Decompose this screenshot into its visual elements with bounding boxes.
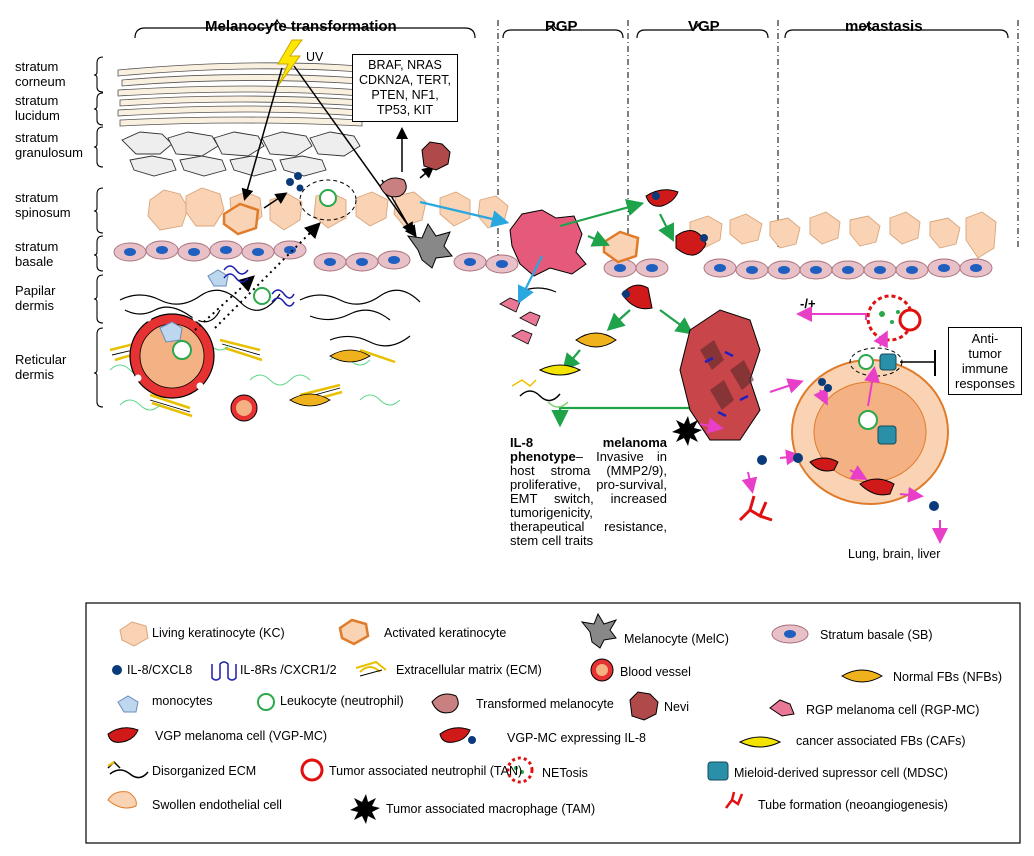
stratum-basale-cells <box>113 240 993 280</box>
stratum-granulosum-cells <box>121 131 361 177</box>
anti-tumor-box: Anti- tumor immune responses <box>948 327 1022 395</box>
transformation-cells <box>207 141 453 307</box>
mutated-genes-box: BRAF, NRAS CDKN2A, TERT, PTEN, NF1, TP53… <box>352 54 458 122</box>
legend-sb: Stratum basale (SB) <box>820 628 933 642</box>
il8-phenotype-block: IL-8 melanoma phenotype– Invasive in hos… <box>510 436 667 548</box>
legend-vgp-il8: VGP-MC expressing IL-8 <box>507 731 646 745</box>
layer-braces <box>93 56 104 408</box>
green-arrows <box>551 199 704 428</box>
magenta-arrows <box>699 306 948 544</box>
legend-icons <box>107 612 883 824</box>
cyan-arrows <box>419 200 543 304</box>
legend-activated-kc: Activated keratinocyte <box>384 626 507 640</box>
legend-kc: Living keratinocyte (KC) <box>152 626 285 640</box>
uv-lightning-icon <box>277 39 303 87</box>
blood-vessel-small <box>230 394 258 422</box>
dotted-arrows <box>194 222 321 331</box>
header-metastasis: metastasis <box>845 18 923 35</box>
minus-plus-label: -/+ <box>800 296 816 311</box>
uv-label: UV <box>306 50 324 64</box>
dermis-fibers <box>119 287 557 347</box>
legend-il8: IL-8/CXCL8 <box>127 663 193 677</box>
disorganized-ecm <box>511 379 569 408</box>
legend-disorg-ecm: Disorganized ECM <box>152 764 257 778</box>
legend-swollen: Swollen endothelial cell <box>152 798 282 812</box>
rgp-cluster <box>509 209 587 277</box>
layer-corneum: stratum corneum <box>15 59 66 89</box>
metastasis-destinations: Lung, brain, liver <box>848 547 941 561</box>
tam-cell <box>672 416 702 446</box>
header-vgp: VGP <box>688 18 720 35</box>
legend-mdsc: Mieloid-derived supressor cell (MDSC) <box>734 766 948 780</box>
metastasis-vessel <box>791 359 949 505</box>
layer-papillary: Papilar dermis <box>15 283 56 313</box>
legend-tube: Tube formation (neoangiogenesis) <box>758 798 948 812</box>
transformation-arrows <box>241 65 435 238</box>
legend-netosis: NETosis <box>542 766 588 780</box>
blood-vessel-large <box>129 313 215 399</box>
legend-frame <box>85 602 1021 844</box>
legend-melc: Melanocyte (MelC) <box>624 632 729 646</box>
il8-phenotype-text: – Invasive in host stroma (MMP2/9), prol… <box>510 449 667 548</box>
legend-nfbs: Normal FBs (NFBs) <box>893 670 1003 684</box>
legend-cafs: cancer associated FBs (CAFs) <box>796 734 966 748</box>
rgp-spread-cells <box>499 297 541 345</box>
layer-lucidum: stratum lucidum <box>15 93 60 123</box>
legend-il8rs: IL-8Rs /CXCR1/2 <box>240 663 337 677</box>
legend-rgp-mc: RGP melanoma cell (RGP-MC) <box>806 703 980 717</box>
layer-granulosum: stratum granulosum <box>15 130 83 160</box>
legend-ecm: Extracellular matrix (ECM) <box>396 663 542 677</box>
il8-dots <box>652 192 939 511</box>
legend-transformed: Transformed melanocyte <box>476 697 614 711</box>
legend-vgp-mc: VGP melanoma cell (VGP-MC) <box>155 729 328 743</box>
header-transformation: Melanocyte transformation <box>205 18 397 35</box>
legend-leukocyte: Leukocyte (neutrophil) <box>280 694 404 708</box>
legend-nevi: Nevi <box>664 700 690 714</box>
legend-tam: Tumor associated macrophage (TAM) <box>386 802 596 816</box>
caf-nfb-cells <box>538 332 617 376</box>
il8-phenotype-title: IL-8 melanoma phenotype <box>510 435 667 464</box>
header-rgp: RGP <box>545 18 578 35</box>
legend-tan: Tumor associated neutrophil (TAN) <box>329 764 523 778</box>
vgp-tumor-mass <box>679 309 761 441</box>
header-braces <box>134 18 1009 39</box>
stratum-corneum-cells <box>117 62 363 127</box>
layer-basale: stratum basale <box>15 239 59 269</box>
netosis-cell <box>866 294 922 342</box>
layer-reticular: Reticular dermis <box>15 352 67 382</box>
vgp-cells <box>602 189 707 310</box>
legend-monocytes: monocytes <box>152 694 213 708</box>
tube-formation <box>738 495 773 522</box>
layer-spinosum: stratum spinosum <box>15 190 71 220</box>
legend-blood-vessel: Blood vessel <box>620 665 691 679</box>
fibroblasts <box>289 349 371 407</box>
mdsc-group <box>849 347 936 377</box>
